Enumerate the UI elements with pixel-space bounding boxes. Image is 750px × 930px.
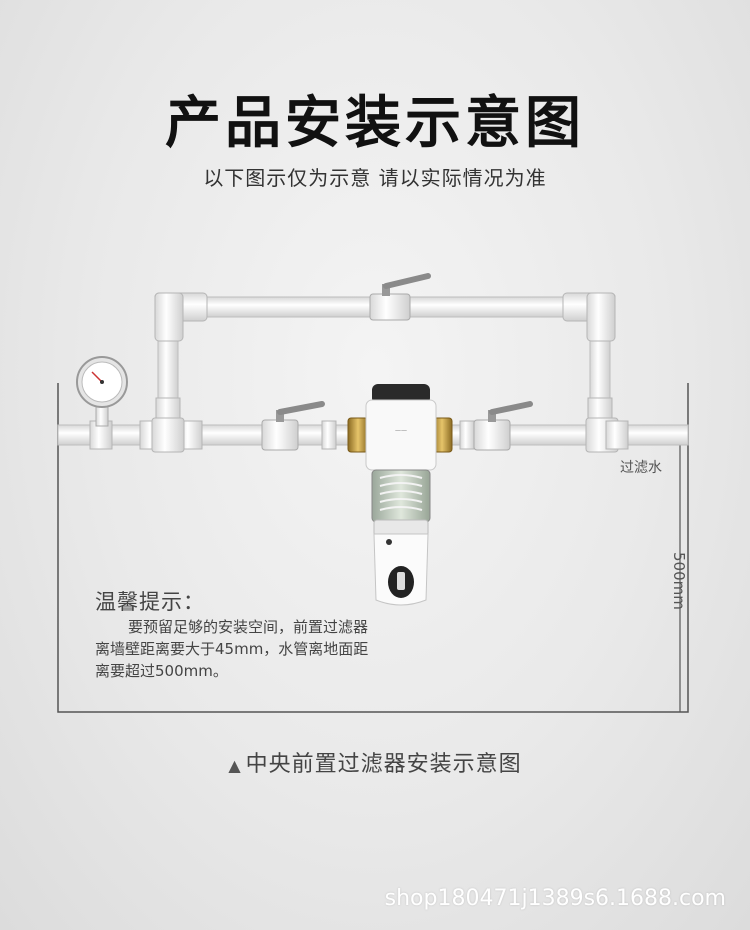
elbow-top-right-v	[586, 292, 616, 342]
caption-text: 中央前置过滤器安装示意图	[245, 752, 522, 777]
pressure-gauge-icon	[76, 356, 128, 427]
tips-line-3: 离要超过500mm。	[95, 662, 228, 680]
ball-valve-icon	[369, 273, 431, 321]
height-label: 500mm	[670, 552, 688, 610]
shop-watermark: shop180471j1389s6.1688.com	[384, 886, 726, 911]
tips-heading: 温馨提示：	[95, 590, 205, 614]
filtered-water-label: 过滤水	[620, 460, 662, 476]
ball-valve-icon	[261, 401, 325, 451]
ball-valve-icon	[473, 401, 533, 451]
svg-text:——: ——	[395, 427, 407, 434]
tips-line-2: 离墙壁距离要大于45mm，水管离地面距	[95, 640, 369, 658]
elbow-top-left-v	[154, 292, 184, 342]
page-title: 产品安装示意图	[165, 91, 585, 156]
pre-filter-icon: ——	[347, 384, 453, 606]
diagram-caption: ▲中央前置过滤器安装示意图	[0, 746, 750, 778]
page-subtitle: 以下图示仅为示意 请以实际情况为准	[203, 166, 547, 190]
wall-outline	[57, 383, 689, 713]
triangle-marker-icon: ▲	[228, 756, 242, 775]
tips-line-1: 要预留足够的安装空间，前置过滤器	[128, 618, 369, 636]
